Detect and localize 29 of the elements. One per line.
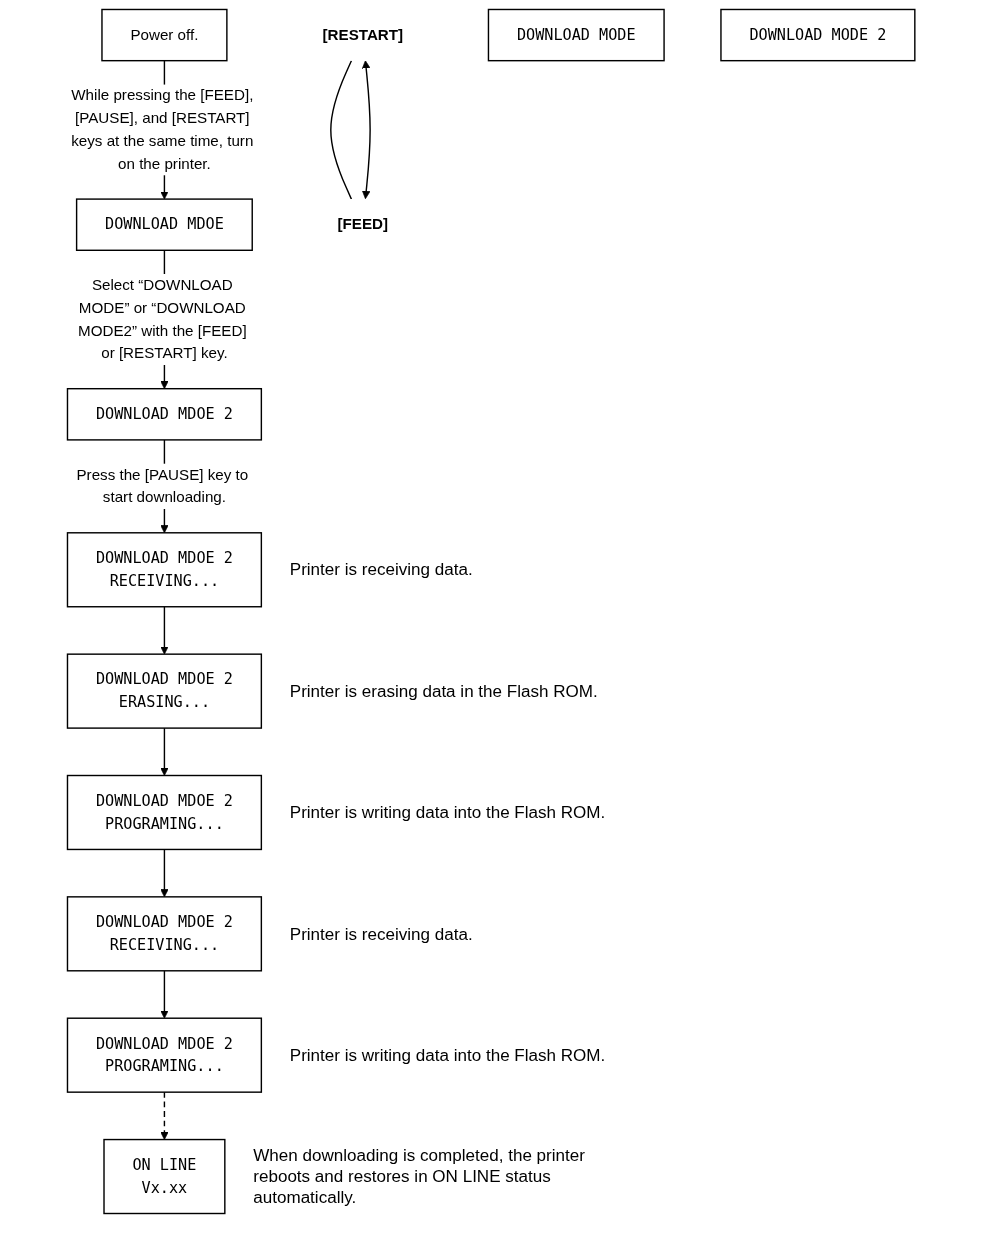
connector [329,59,352,200]
arrow [160,1091,169,1140]
node-box: DOWNLOAD MODE 2 [720,8,916,62]
step-description: Printer is receiving data. [289,560,473,580]
node-box: ON LINE Vx.xx [103,1138,226,1215]
node-box: DOWNLOAD MDOE 2 RECEIVING... [66,532,262,608]
node-box: DOWNLOAD MDOE 2 PROGRAMING... [66,1017,262,1093]
edge-label: While pressing the [FEED], [PAUSE], and [RESTART] keys at the same time, turn on the printer. [71,87,254,172]
node-box: DOWNLOAD MDOE 2 [66,388,262,441]
node-text: [FEED] [337,216,388,233]
arrow [160,848,169,898]
edge-label: Select “DOWNLOAD MODE” or “DOWNLOAD MODE2” with the [FEED] or [RESTART] key. [77,276,247,362]
node-box: DOWNLOAD MDOE 2 PROGRAMING... [66,774,262,851]
edge-label: Press the [PAUSE] key to start downloading. [76,466,248,506]
step-description: Printer is writing data into the Flash ROM. [289,1045,606,1065]
arrow [160,727,169,776]
step-description: Printer is erasing data in the Flash ROM. [289,681,598,701]
node-box: DOWNLOAD MODE [487,8,665,62]
node-box: DOWNLOAD MDOE 2 RECEIVING... [66,896,262,972]
arrow [160,606,169,655]
node-box: DOWNLOAD MDOE 2 ERASING... [66,653,262,729]
arrow [160,970,169,1019]
node-box: DOWNLOAD MDOE [75,198,253,251]
step-description: Printer is receiving data. [289,924,473,944]
step-description: When downloading is completed, the printer reboots and restores in ON LINE status automatically. [253,1146,585,1208]
node-text: [RESTART] [322,26,403,43]
arrow [361,60,371,200]
node-box: Power off. [101,8,228,62]
step-description: Printer is writing data into the Flash ROM. [289,803,606,823]
